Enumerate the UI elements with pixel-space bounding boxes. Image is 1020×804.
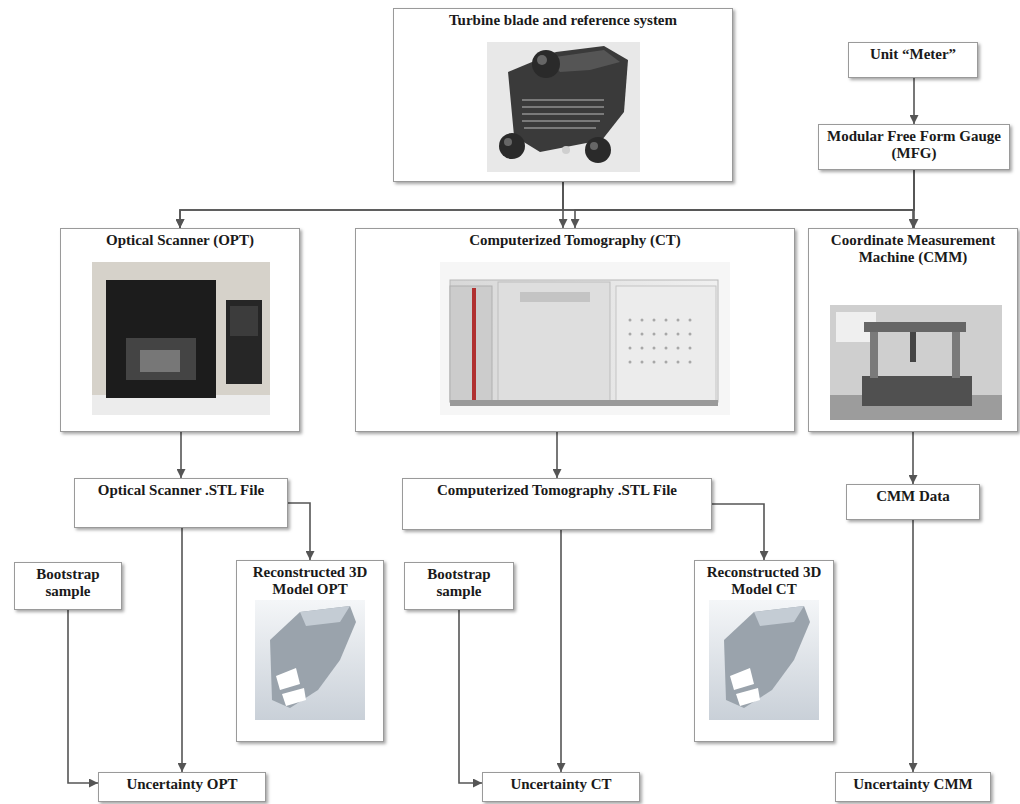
box-label: Optical Scanner (OPT)	[67, 232, 293, 249]
connector-arrow	[180, 432, 182, 478]
connector-arrow	[181, 528, 183, 772]
process-box: CMM Data	[846, 484, 980, 520]
process-box: Uncertainty OPT	[98, 772, 266, 802]
turbine-photo	[487, 42, 640, 172]
connector-arrow	[912, 520, 914, 772]
box-label: Optical Scanner .STL File	[81, 482, 281, 499]
process-box: Modular Free Form Gauge (MFG)	[818, 124, 1010, 170]
connector-arrow	[556, 432, 558, 478]
process-box: Uncertainty CMM	[835, 772, 991, 802]
connector-arrow	[912, 432, 914, 484]
box-label: Reconstructed 3D Model OPT	[243, 564, 377, 599]
process-box: Computerized Tomography .STL File	[402, 478, 712, 530]
process-box: Reconstructed 3D Model OPT	[236, 560, 384, 742]
connector-arrow	[560, 530, 562, 772]
box-label: Computerized Tomography .STL File	[409, 482, 705, 499]
connector-arrow	[575, 170, 914, 228]
model-render-ct	[709, 600, 819, 720]
box-label: Turbine blade and reference system	[400, 12, 726, 29]
ct-photo	[440, 262, 730, 415]
box-label: CMM Data	[853, 488, 973, 505]
connector-arrow	[180, 170, 914, 228]
connector-arrow	[288, 503, 310, 560]
process-box: Coordinate Measurement Machine (CMM)	[808, 228, 1018, 432]
connector-arrow	[913, 170, 915, 228]
process-box: Optical Scanner (OPT)	[60, 228, 300, 432]
connector-arrow	[68, 610, 98, 783]
process-box: Unit “Meter”	[848, 42, 978, 78]
connector-arrow	[563, 182, 913, 228]
box-label: Bootstrap sample	[411, 566, 507, 601]
connector-arrow	[712, 504, 764, 560]
box-label: Uncertainty OPT	[105, 776, 259, 793]
process-box: Uncertainty CT	[482, 772, 640, 802]
process-box: Reconstructed 3D Model CT	[694, 560, 834, 742]
box-label: Modular Free Form Gauge (MFG)	[825, 128, 1003, 163]
box-label: Bootstrap sample	[21, 566, 115, 601]
cmm-photo	[830, 305, 1002, 420]
box-label: Coordinate Measurement Machine (CMM)	[815, 232, 1011, 267]
scanner-photo	[92, 262, 270, 415]
box-label: Computerized Tomography (CT)	[362, 232, 788, 249]
process-box: Bootstrap sample	[14, 562, 122, 610]
model-render-opt	[255, 600, 365, 720]
process-box: Optical Scanner .STL File	[74, 478, 288, 528]
box-label: Unit “Meter”	[855, 46, 971, 63]
connector-arrow	[459, 610, 482, 783]
process-box: Turbine blade and reference system	[393, 8, 733, 182]
process-box: Bootstrap sample	[404, 562, 514, 610]
box-label: Reconstructed 3D Model CT	[701, 564, 827, 599]
connector-arrow	[913, 78, 915, 124]
box-label: Uncertainty CMM	[842, 776, 984, 793]
box-label: Uncertainty CT	[489, 776, 633, 793]
process-box: Computerized Tomography (CT)	[355, 228, 795, 432]
connector-arrow	[180, 182, 563, 228]
